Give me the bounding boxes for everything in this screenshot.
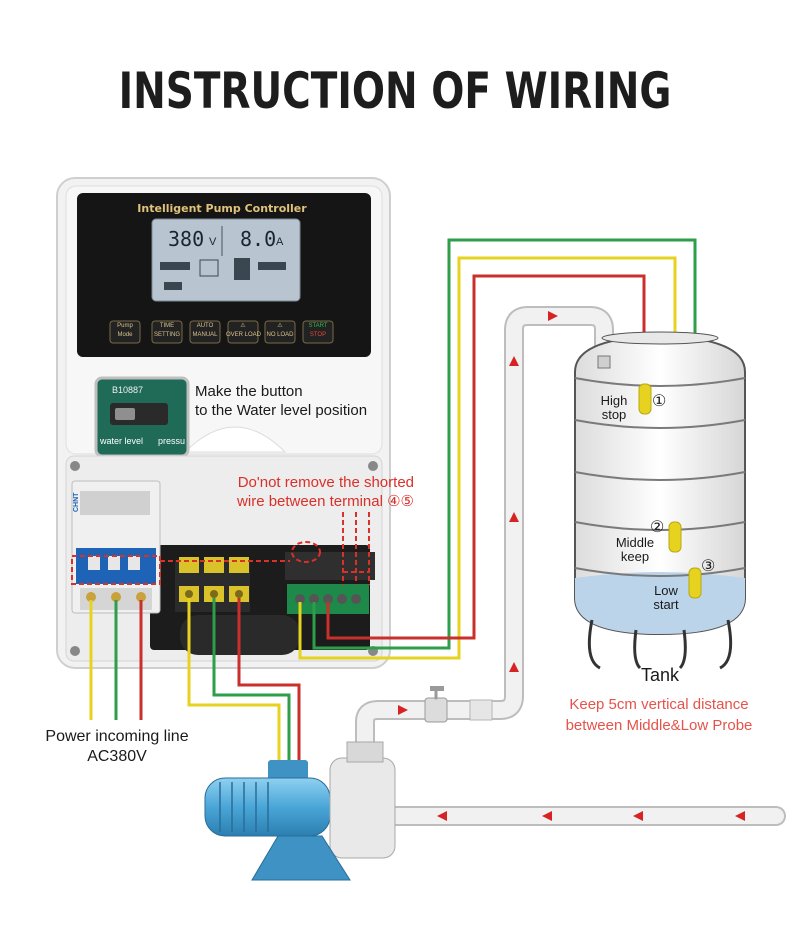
button-label: Pump [117,323,133,329]
probe-distance-note: Keep 5cm vertical distance between Middl… [543,694,775,736]
button-label: SETTING [153,332,180,338]
note-line: Make the button [195,383,303,400]
controller-enclosure [56,177,391,669]
high-probe [638,383,652,415]
button-label: STOP [309,332,327,338]
note-line: Do'not remove the shorted [237,474,414,491]
low-probe [688,567,702,599]
button-label: OVER LOAD [226,332,262,338]
probe-label-line: Low [654,583,678,598]
shorted-wire-note: Do'not remove the shorted wire between t… [214,473,414,511]
lcd-display [151,218,301,302]
breaker-brand: CHNT [73,492,80,512]
probe-wires [298,238,697,660]
current-unit: A [276,236,284,248]
button-label: TIME [159,323,175,329]
probe-label-line: stop [601,407,627,422]
warning-icon: ⚠ [240,323,246,329]
auto-manual-button[interactable]: AUTO MANUAL [188,322,222,340]
circuit-breaker [71,480,161,614]
probe-label-line: High [600,393,628,408]
warning-icon: ⚠ [277,323,283,329]
button-label: NO LOAD [266,332,294,338]
middle-probe-number: ② [650,519,665,536]
switch-left-label: water level [100,436,144,446]
pump-mode-button[interactable]: Pump Mode [108,322,142,340]
button-label: Mode [117,332,133,338]
high-probe-label: High stop [596,394,632,422]
low-probe-number: ③ [701,558,716,575]
overload-indicator: ⚠ OVER LOAD [226,322,262,340]
time-setting-button[interactable]: TIME SETTING [150,322,184,340]
note-line: between Middle&Low Probe [565,717,753,734]
middle-probe [668,521,682,553]
probe-label-line: keep [620,549,650,564]
note-line: AC380V [87,748,147,765]
power-line-note: Power incoming line AC380V [22,727,212,767]
button-note: Make the button to the Water level posit… [195,382,367,420]
water-pump [204,741,396,881]
noload-indicator: ⚠ NO LOAD [263,322,297,340]
controller-name: Intelligent Pump Controller [137,202,307,215]
switch-code: B10887 [112,385,144,395]
high-probe-number: ① [652,393,667,410]
water-tank [574,331,746,670]
page-title: INSTRUCTION OF WIRING [118,62,672,120]
tank-label: Tank [640,665,680,685]
button-label: START [308,323,328,329]
probe-label-line: Middle [615,535,655,550]
button-label: AUTO [196,323,214,329]
low-probe-label: Low start [646,584,686,612]
probe-label-line: start [653,597,679,612]
voltage-unit: V [209,236,217,248]
current-value: 8.0 [240,227,277,251]
middle-probe-label: Middle keep [608,536,662,564]
note-line: Keep 5cm vertical distance [569,696,749,713]
flow-arrows [398,311,745,821]
voltage-value: 380 [168,227,205,251]
button-row [109,320,334,344]
note-line: Power incoming line [45,728,189,745]
note-line: wire between terminal ④⑤ [237,493,414,510]
button-label: MANUAL [192,332,218,338]
switch-right-label: pressu [158,436,186,446]
motor-wires [187,598,301,770]
note-line: to the Water level position [195,402,368,419]
shorted-wire-marker [71,512,370,585]
start-stop-button[interactable]: START STOP [301,322,335,340]
power-wires [89,600,143,720]
mode-switch[interactable] [115,408,135,420]
